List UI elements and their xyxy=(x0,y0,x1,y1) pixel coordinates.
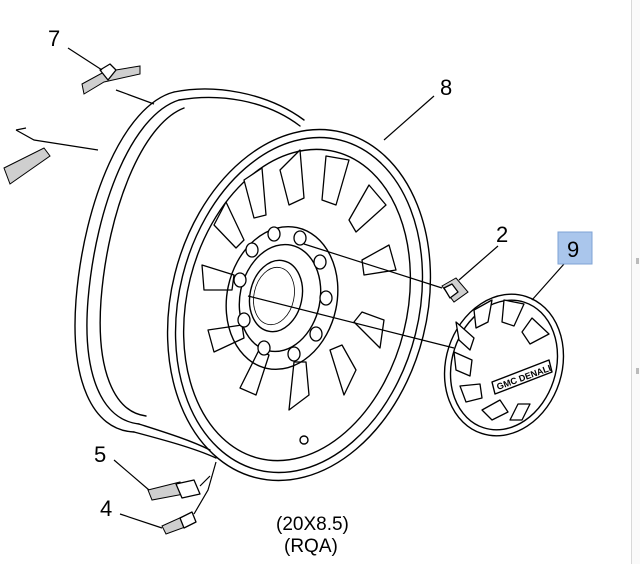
lug-nut-part xyxy=(303,243,499,303)
scroll-marker xyxy=(636,368,639,374)
callout-9-highlight xyxy=(557,231,593,265)
page-scroll-edge xyxy=(631,0,640,564)
wheel-size-text: (20X8.5) xyxy=(276,514,349,535)
callout-2: 2 xyxy=(496,222,508,247)
callout-9[interactable]: 9 xyxy=(567,237,579,262)
weight-leader-line xyxy=(67,47,103,71)
tpms-sensor-part xyxy=(113,459,211,501)
wheel-hub xyxy=(225,225,339,371)
callout-7: 7 xyxy=(48,26,60,51)
spoke-windows xyxy=(201,149,397,411)
valve-stem-part xyxy=(119,461,217,535)
wheel-code-text: (RQA) xyxy=(284,536,338,557)
callout-4: 4 xyxy=(100,496,112,521)
balance-weight-part xyxy=(81,63,155,105)
valve-stem-hole xyxy=(299,435,309,445)
wheel-rim xyxy=(74,88,432,482)
wheel-leader-line xyxy=(383,95,435,141)
adhesive-weight-part xyxy=(3,127,99,185)
callout-5: 5 xyxy=(94,442,106,467)
scroll-marker xyxy=(636,258,639,264)
callout-8: 8 xyxy=(440,75,452,100)
